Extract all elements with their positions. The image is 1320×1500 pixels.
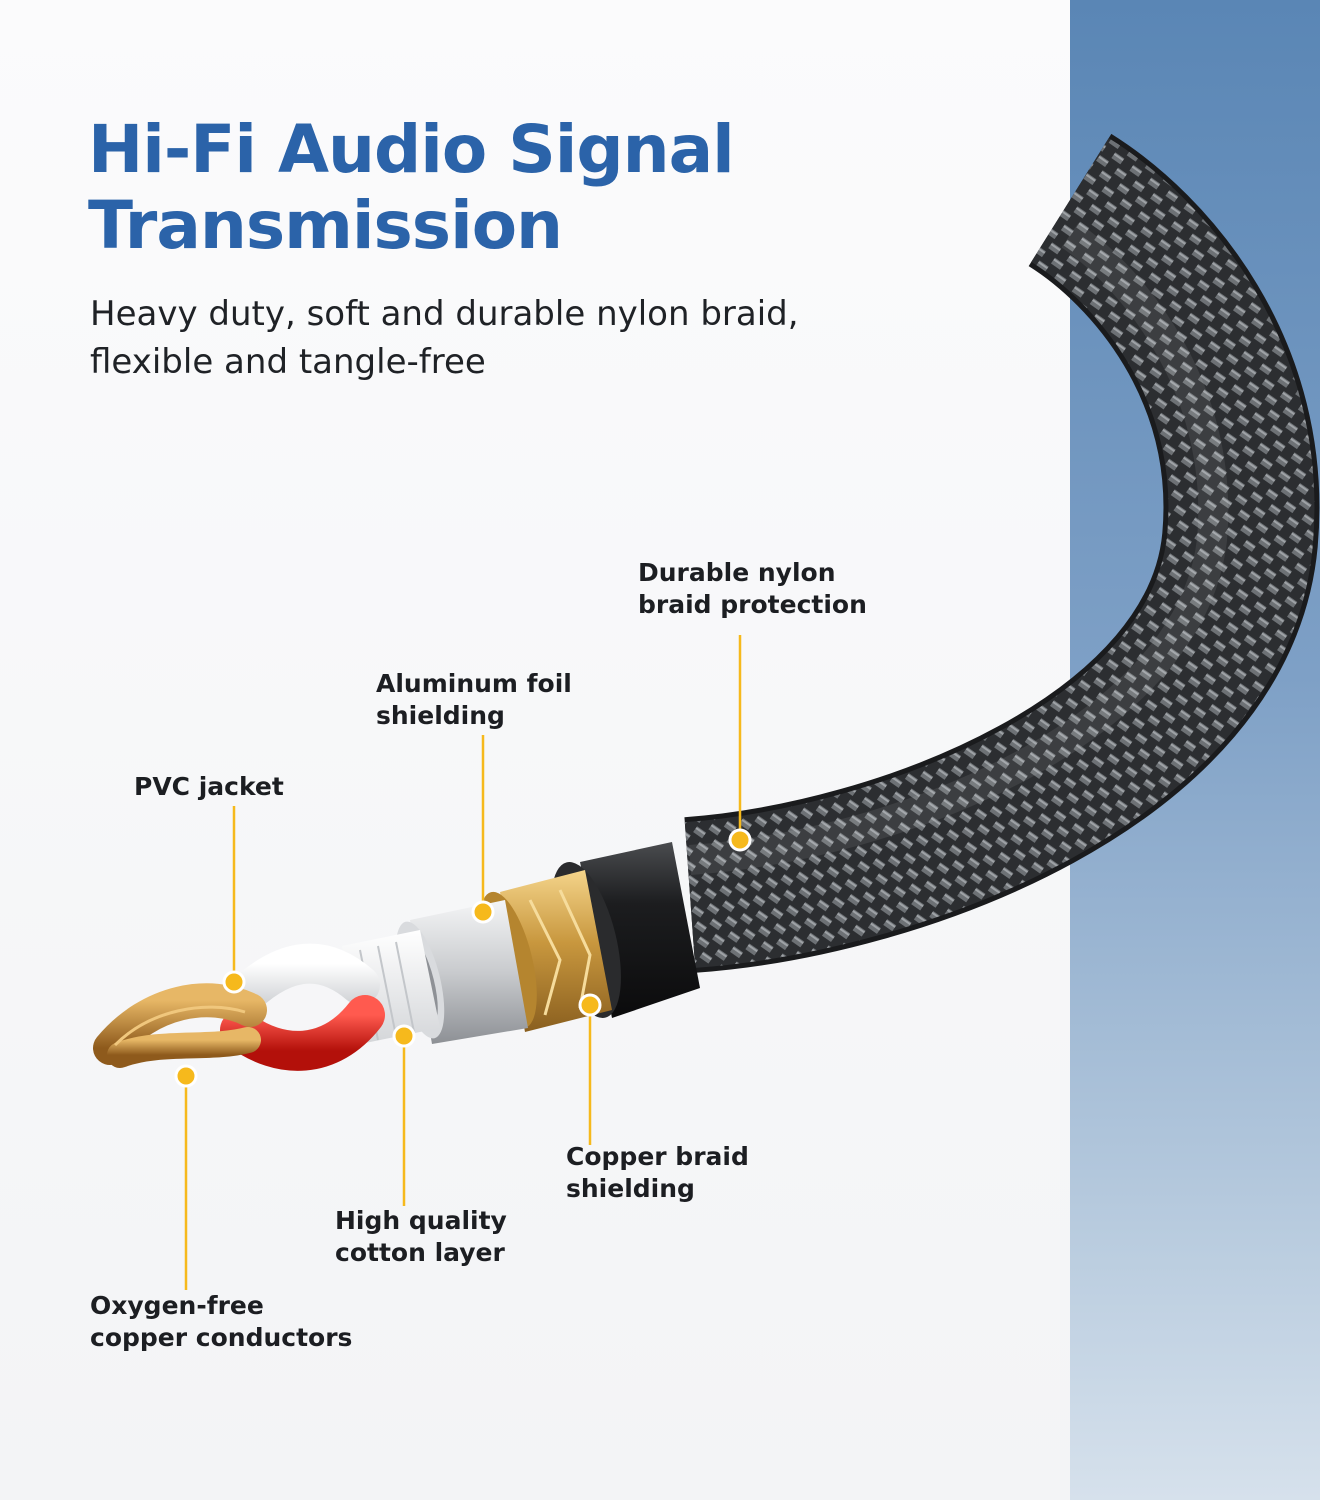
callout-braid: Durable nylon braid protection	[638, 557, 867, 621]
callout-copper-braid-line2: shielding	[566, 1174, 695, 1203]
callout-foil: Aluminum foil shielding	[376, 668, 572, 732]
page-subtitle: Heavy duty, soft and durable nylon braid…	[90, 294, 799, 382]
copper-conductors	[93, 983, 267, 1068]
callout-conductors-line1: Oxygen-free	[90, 1291, 264, 1320]
callout-cotton-line1: High quality	[335, 1206, 507, 1235]
callout-conductors: Oxygen-free copper conductors	[90, 1290, 352, 1354]
callout-foil-line2: shielding	[376, 701, 505, 730]
callout-braid-line2: braid protection	[638, 590, 867, 619]
callout-copper-braid: Copper braid shielding	[566, 1141, 749, 1205]
callout-cotton: High quality cotton layer	[335, 1205, 507, 1269]
callout-leaders	[174, 635, 752, 1290]
background-panel-left	[0, 0, 1070, 1500]
nylon-braid-cable	[683, 133, 1320, 973]
leader-dot-pvc	[222, 970, 246, 994]
callout-pvc-line1: PVC jacket	[134, 772, 284, 801]
page-title: Hi-Fi Audio Signal Transmission	[88, 111, 735, 264]
callout-conductors-line2: copper conductors	[90, 1323, 353, 1352]
callout-pvc: PVC jacket	[134, 771, 284, 803]
leader-dot-cotton	[392, 1024, 416, 1048]
callout-foil-line1: Aluminum foil	[376, 669, 572, 698]
leader-dot-copper-braid	[578, 993, 602, 1017]
callout-braid-line1: Durable nylon	[638, 558, 836, 587]
callout-copper-braid-line1: Copper braid	[566, 1142, 749, 1171]
leader-dot-braid	[728, 828, 752, 852]
leader-dot-conductors	[174, 1064, 198, 1088]
leader-dot-foil	[471, 900, 495, 924]
callout-cotton-line2: cotton layer	[335, 1238, 505, 1267]
